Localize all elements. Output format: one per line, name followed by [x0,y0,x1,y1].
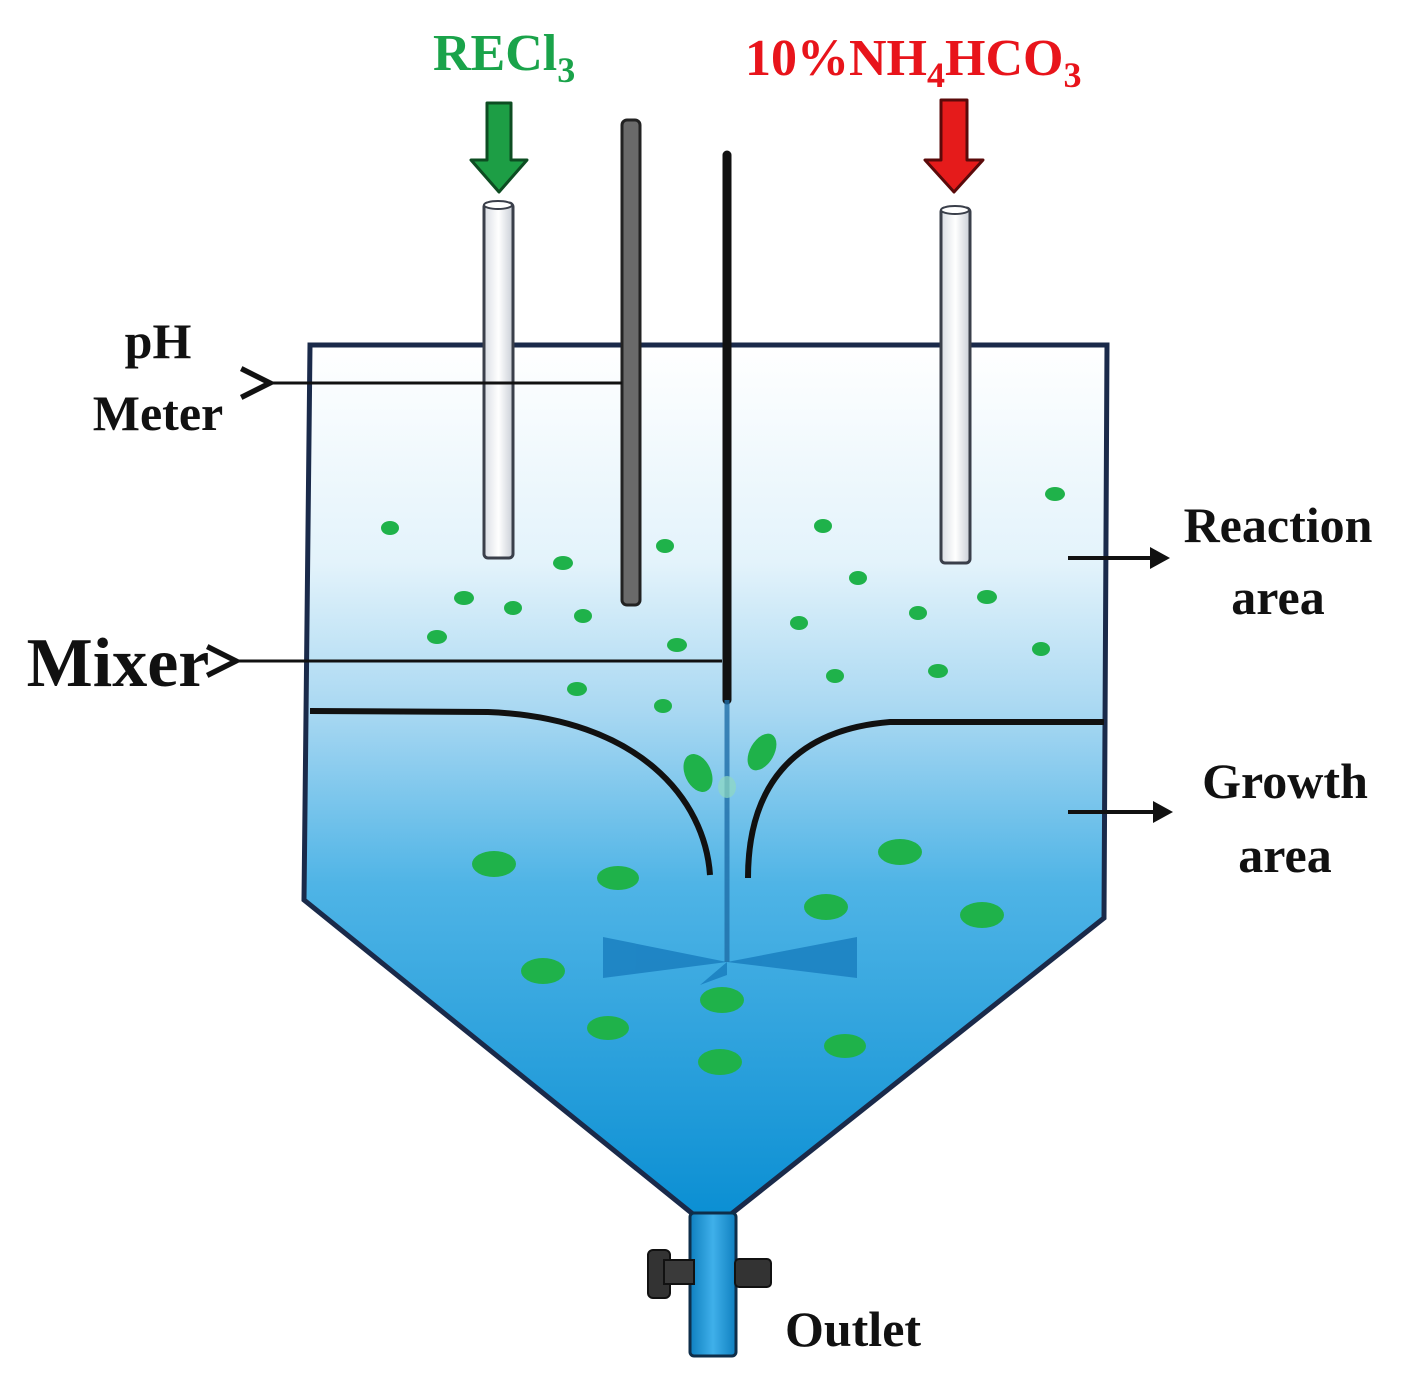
impeller [603,937,857,985]
ph-probe [620,118,642,607]
reaction-area-arrow-icon [1068,547,1170,569]
reaction-area-label-line1: Reaction [1184,497,1373,553]
growth-area-label-line2: area [1238,827,1331,883]
mixer-label: Mixer [27,625,210,702]
growth-area-arrow-icon [1068,801,1173,823]
nh4hco3-feed-tube [939,206,972,565]
funnel-right-curve [745,719,1104,879]
nh4hco3-label: 10%NH4HCO3 [745,30,1081,95]
funnel-left-curve [309,708,713,876]
growth-particles [472,839,1004,1075]
reaction-particles [381,487,1065,713]
outlet-pipe [688,1211,738,1358]
ph-meter-label-line1: pH [125,313,192,369]
funnel-particles [683,733,777,798]
outlet-valve-stem [663,1259,695,1285]
ph-meter-label-line2: Meter [93,385,223,441]
reaction-area-label-line2: area [1231,569,1324,625]
growth-area-label-line1: Growth [1202,753,1368,809]
nh4hco3-arrow-icon [923,98,985,194]
outlet-valve-right [734,1258,772,1288]
recl3-arrow-icon [469,101,529,194]
recl3-feed-tube [482,201,515,560]
outlet-label: Outlet [785,1301,921,1357]
recl3-label: RECl3 [433,25,575,90]
